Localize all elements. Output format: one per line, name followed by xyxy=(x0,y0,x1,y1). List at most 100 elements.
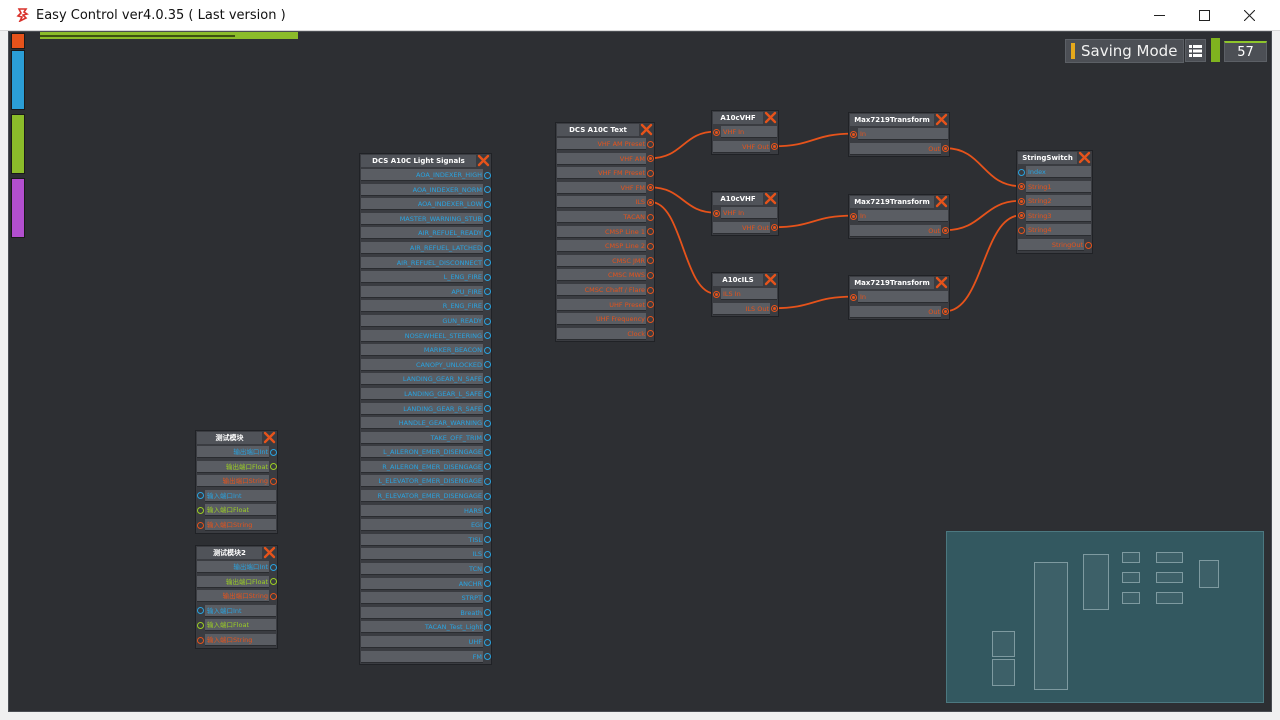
node-port[interactable]: L_AILERON_EMER_DISENGAGE xyxy=(360,445,491,460)
node-port[interactable]: 输入端口String xyxy=(196,518,277,533)
node-port[interactable]: Out xyxy=(849,142,949,157)
connection-wire[interactable] xyxy=(945,147,1021,188)
side-tab-blue[interactable] xyxy=(11,50,25,110)
node-port[interactable]: HARS xyxy=(360,504,491,519)
connection-wire[interactable] xyxy=(650,186,716,214)
port-connector-icon[interactable] xyxy=(647,228,654,236)
port-connector-icon[interactable] xyxy=(484,653,491,661)
node-port[interactable]: 输入端口Int xyxy=(196,604,277,619)
port-connector-icon[interactable] xyxy=(270,578,277,586)
port-connector-icon[interactable] xyxy=(197,607,204,615)
node-port[interactable]: 输入端口Float xyxy=(196,618,277,633)
node-header[interactable]: DCS A10C Text xyxy=(556,123,654,137)
saving-mode-button[interactable]: Saving Mode xyxy=(1065,39,1184,63)
port-connector-icon[interactable] xyxy=(484,492,491,500)
port-connector-icon[interactable] xyxy=(850,293,857,301)
port-connector-icon[interactable] xyxy=(484,609,491,617)
close-node-icon[interactable] xyxy=(1078,151,1091,164)
node-header[interactable]: A10cVHF xyxy=(712,192,778,206)
node-port[interactable]: CANOPY_UNLOCKED xyxy=(360,358,491,373)
node-port[interactable]: String3 xyxy=(1017,209,1092,224)
close-button[interactable] xyxy=(1226,0,1272,31)
port-connector-icon[interactable] xyxy=(647,315,654,323)
node-port[interactable]: 输入端口Float xyxy=(196,503,277,518)
port-connector-icon[interactable] xyxy=(647,155,654,163)
port-connector-icon[interactable] xyxy=(484,624,491,631)
node-header[interactable]: Max7219Transform xyxy=(849,113,949,127)
node-port[interactable]: UHF Frequency xyxy=(556,312,654,327)
port-connector-icon[interactable] xyxy=(197,636,204,644)
node-port[interactable]: String2 xyxy=(1017,194,1092,209)
node-port[interactable]: VHF AM Preset xyxy=(556,137,654,152)
port-connector-icon[interactable] xyxy=(484,346,491,354)
port-connector-icon[interactable] xyxy=(197,621,204,629)
port-connector-icon[interactable] xyxy=(484,521,491,529)
node-port[interactable]: VHF Out xyxy=(712,140,778,155)
node-port[interactable]: R_AILERON_EMER_DISENGAGE xyxy=(360,460,491,475)
port-connector-icon[interactable] xyxy=(270,448,277,456)
port-connector-icon[interactable] xyxy=(1018,212,1025,220)
node-port[interactable]: VHF FM Preset xyxy=(556,166,654,181)
node-port[interactable]: In xyxy=(849,127,949,142)
port-connector-icon[interactable] xyxy=(484,288,491,296)
port-connector-icon[interactable] xyxy=(1018,226,1025,234)
port-connector-icon[interactable] xyxy=(647,184,654,192)
port-connector-icon[interactable] xyxy=(942,145,949,153)
port-connector-icon[interactable] xyxy=(713,290,720,298)
node-header[interactable]: Max7219Transform xyxy=(849,276,949,290)
node-header[interactable]: 测试模块 xyxy=(196,431,277,445)
node-port[interactable]: ANCHR xyxy=(360,577,491,592)
side-tab-green[interactable] xyxy=(11,114,25,174)
node-port[interactable]: StringOut xyxy=(1017,238,1092,253)
node-port[interactable]: EGI xyxy=(360,518,491,533)
port-connector-icon[interactable] xyxy=(771,143,778,151)
node-port[interactable]: Index xyxy=(1017,165,1092,180)
node-port[interactable]: 输入端口String xyxy=(196,633,277,648)
node-port[interactable]: MASTER_WARNING_STUB xyxy=(360,212,491,227)
close-node-icon[interactable] xyxy=(263,431,276,444)
port-connector-icon[interactable] xyxy=(484,405,491,413)
port-connector-icon[interactable] xyxy=(484,375,491,383)
port-connector-icon[interactable] xyxy=(484,361,491,369)
port-connector-icon[interactable] xyxy=(484,478,491,486)
port-connector-icon[interactable] xyxy=(647,330,654,338)
port-connector-icon[interactable] xyxy=(647,198,654,206)
close-node-icon[interactable] xyxy=(935,113,948,126)
node-port[interactable]: R_ELEVATOR_EMER_DISENGAGE xyxy=(360,489,491,504)
node-port[interactable]: GUN_READY xyxy=(360,314,491,329)
port-connector-icon[interactable] xyxy=(647,301,654,309)
port-connector-icon[interactable] xyxy=(771,224,778,232)
port-connector-icon[interactable] xyxy=(850,212,857,220)
node-port[interactable]: CMSC MWS xyxy=(556,268,654,283)
port-connector-icon[interactable] xyxy=(484,536,491,544)
node-port[interactable]: CMSP Line 1 xyxy=(556,225,654,240)
port-connector-icon[interactable] xyxy=(484,551,491,559)
port-connector-icon[interactable] xyxy=(647,242,654,250)
port-connector-icon[interactable] xyxy=(771,305,778,313)
connection-wire[interactable] xyxy=(774,295,853,310)
node-port[interactable]: LANDING_GEAR_L_SAFE xyxy=(360,387,491,402)
port-connector-icon[interactable] xyxy=(484,171,491,179)
node-port[interactable]: TACAN xyxy=(556,210,654,225)
connection-wire[interactable] xyxy=(774,214,853,229)
node-port[interactable]: UHF Preset xyxy=(556,298,654,313)
port-connector-icon[interactable] xyxy=(942,308,949,316)
node-port[interactable]: ILS xyxy=(556,195,654,210)
connection-wire[interactable] xyxy=(650,201,716,295)
node-port[interactable]: AIR_REFUEL_DISCONNECT xyxy=(360,256,491,271)
close-node-icon[interactable] xyxy=(477,154,490,167)
minimap[interactable] xyxy=(946,531,1264,703)
port-connector-icon[interactable] xyxy=(484,229,491,237)
port-connector-icon[interactable] xyxy=(484,580,491,588)
node-header[interactable]: A10cILS xyxy=(712,273,778,287)
node-port[interactable]: 输出端口Int xyxy=(196,445,277,460)
close-node-icon[interactable] xyxy=(764,192,777,205)
node-header[interactable]: DCS A10C Light Signals xyxy=(360,154,491,168)
node-port[interactable]: UHF xyxy=(360,635,491,650)
